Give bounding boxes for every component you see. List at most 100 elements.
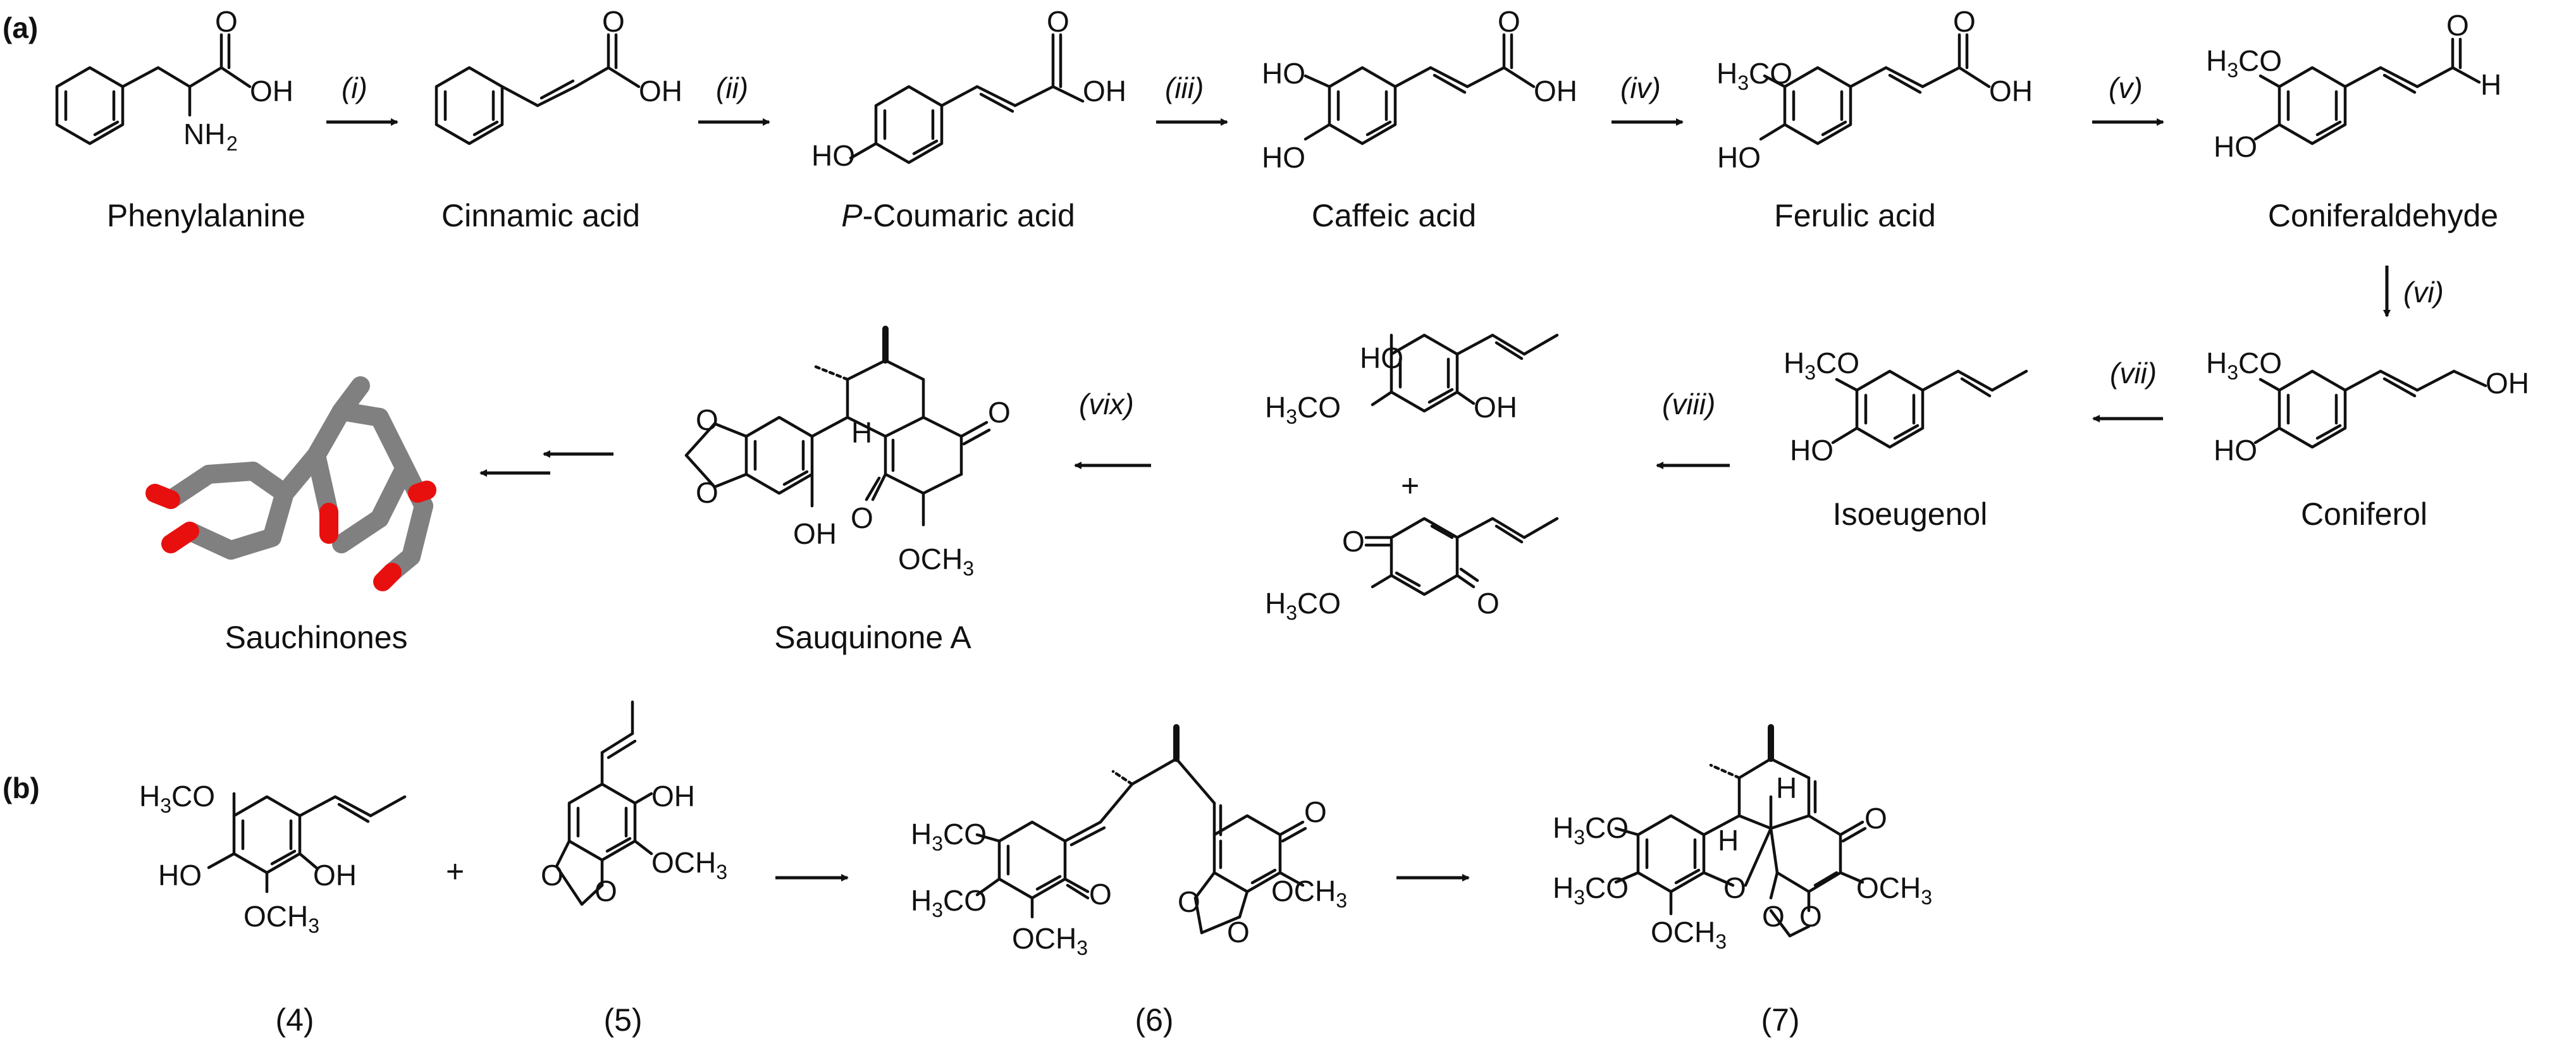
- svg-text:O: O: [1799, 900, 1822, 933]
- step-iii-label: (iii): [1165, 71, 1204, 104]
- svg-text:O: O: [215, 5, 238, 38]
- compound-7-structure: H3CO H3CO OCH3 O O OCH3 O O H H: [1553, 724, 1932, 953]
- svg-text:OH: OH: [2486, 367, 2529, 400]
- coniferol-structure: OH H3CO HO: [2206, 347, 2529, 467]
- svg-text:H3CO: H3CO: [139, 780, 215, 817]
- svg-text:O: O: [696, 403, 718, 436]
- step-ii-label: (ii): [716, 71, 748, 104]
- svg-text:O: O: [1953, 5, 1976, 38]
- svg-text:H3CO: H3CO: [2206, 44, 2282, 82]
- label-compound-4: (4): [275, 1002, 314, 1038]
- svg-text:HO: HO: [1360, 341, 1403, 374]
- label-compound-5: (5): [603, 1002, 642, 1038]
- svg-text:O: O: [595, 875, 617, 907]
- step-i-label: (i): [342, 71, 367, 104]
- compound-5-structure: OH OCH3 O O: [541, 700, 727, 907]
- svg-text:HO: HO: [1262, 141, 1305, 174]
- label-ferulic-acid: Ferulic acid: [1774, 198, 1936, 233]
- svg-text:O: O: [1723, 871, 1746, 904]
- svg-text:OCH3: OCH3: [1856, 871, 1932, 909]
- svg-text:OH: OH: [1989, 75, 2033, 108]
- sauchinones-3d-model: [145, 376, 436, 591]
- sauquinone-a-structure: O O OCH3 OH H O O: [684, 326, 1011, 580]
- svg-text:OCH3: OCH3: [1271, 875, 1347, 912]
- label-compound-6: (6): [1135, 1002, 1173, 1038]
- svg-text:H3CO: H3CO: [1553, 811, 1629, 849]
- svg-text:H3CO: H3CO: [1265, 391, 1341, 428]
- svg-text:H3CO: H3CO: [1784, 347, 1859, 384]
- svg-text:HO: HO: [1262, 57, 1305, 90]
- svg-text:OCH3: OCH3: [651, 846, 727, 883]
- svg-text:OH: OH: [250, 75, 293, 108]
- svg-text:O: O: [1477, 587, 1500, 620]
- svg-text:NH: NH: [183, 118, 225, 151]
- svg-text:OH: OH: [1474, 391, 1517, 424]
- svg-text:H: H: [851, 416, 872, 449]
- svg-text:O: O: [1342, 525, 1365, 558]
- label-cinnamic-acid: Cinnamic acid: [441, 198, 640, 233]
- svg-text:O: O: [1762, 900, 1785, 933]
- svg-text:H: H: [2480, 68, 2501, 101]
- svg-text:HO: HO: [1790, 434, 1833, 467]
- svg-text:O: O: [1227, 916, 1250, 949]
- svg-text:OCH3: OCH3: [898, 543, 974, 580]
- phenylalanine-structure: O OH NH 2: [55, 5, 293, 155]
- svg-text:H3CO: H3CO: [1265, 587, 1341, 624]
- label-compound-7: (7): [1761, 1002, 1799, 1038]
- svg-text:O: O: [2446, 9, 2469, 42]
- svg-text:O: O: [1864, 802, 1887, 835]
- label-p-coumaric-acid: P-Coumaric acid: [841, 198, 1075, 233]
- svg-text:H3CO: H3CO: [1553, 871, 1629, 909]
- svg-text:O: O: [1089, 878, 1112, 911]
- svg-text:OH: OH: [1083, 75, 1126, 108]
- step-vi-label: (vi): [2403, 276, 2444, 309]
- p-coumaric-acid-structure: O OH HO: [811, 5, 1126, 172]
- step-viii-label: (viii): [1662, 388, 1715, 421]
- label-sauquinone-a: Sauquinone A: [774, 620, 971, 655]
- quinone-structure: O H3CO O: [1265, 517, 1559, 624]
- hydroquinone-structure: HO H3CO OH: [1265, 333, 1559, 428]
- svg-text:H: H: [1776, 771, 1797, 804]
- cinnamic-acid-structure: O OH: [434, 5, 682, 145]
- svg-text:O: O: [696, 476, 718, 509]
- svg-text:HO: HO: [158, 859, 202, 892]
- svg-text:O: O: [988, 396, 1011, 429]
- svg-text:2: 2: [226, 132, 238, 155]
- caffeic-acid-structure: O OH HO HO: [1262, 5, 1577, 174]
- label-coniferaldehyde: Coniferaldehyde: [2268, 198, 2498, 233]
- svg-text:H3CO: H3CO: [911, 884, 987, 921]
- svg-text:OCH3: OCH3: [1651, 916, 1727, 953]
- svg-text:OH: OH: [313, 859, 357, 892]
- label-sauchinones: Sauchinones: [225, 620, 407, 655]
- svg-text:HO: HO: [1717, 141, 1761, 174]
- isoeugenol-structure: H3CO HO: [1784, 347, 2028, 467]
- step-iv-label: (iv): [1620, 71, 1661, 104]
- svg-text:OH: OH: [1534, 75, 1577, 108]
- svg-text:H3CO: H3CO: [1716, 57, 1792, 94]
- compound-4-structure: H3CO HO OH OCH3: [139, 780, 407, 937]
- label-coniferol: Coniferol: [2301, 496, 2427, 532]
- svg-text:OCH3: OCH3: [1012, 922, 1088, 959]
- svg-text:O: O: [1178, 885, 1200, 918]
- svg-text:HO: HO: [811, 139, 855, 172]
- label-caffeic-acid: Caffeic acid: [1312, 198, 1476, 233]
- label-isoeugenol: Isoeugenol: [1833, 496, 1988, 532]
- coniferaldehyde-structure: O H H3CO HO: [2206, 9, 2501, 163]
- panel-label-a: (a): [3, 11, 38, 44]
- svg-text:O: O: [1047, 5, 1069, 38]
- step-vii-label: (vii): [2110, 357, 2157, 390]
- svg-text:O: O: [1304, 796, 1327, 828]
- svg-text:O: O: [602, 5, 625, 38]
- compound-6-structure: H3CO H3CO O OCH3 O OCH3 O O: [911, 724, 1347, 959]
- svg-text:HO: HO: [2214, 130, 2257, 163]
- svg-text:OH: OH: [651, 780, 695, 813]
- svg-text:HO: HO: [2214, 434, 2257, 467]
- svg-text:H: H: [1718, 824, 1739, 857]
- step-vix-label: (vix): [1079, 388, 1134, 421]
- step-v-label: (v): [2109, 71, 2143, 104]
- ferulic-acid-structure: O OH H3CO HO: [1716, 5, 2033, 174]
- svg-text:OH: OH: [793, 517, 837, 550]
- svg-text:H3CO: H3CO: [2206, 347, 2282, 384]
- plus-sign: +: [1401, 468, 1419, 503]
